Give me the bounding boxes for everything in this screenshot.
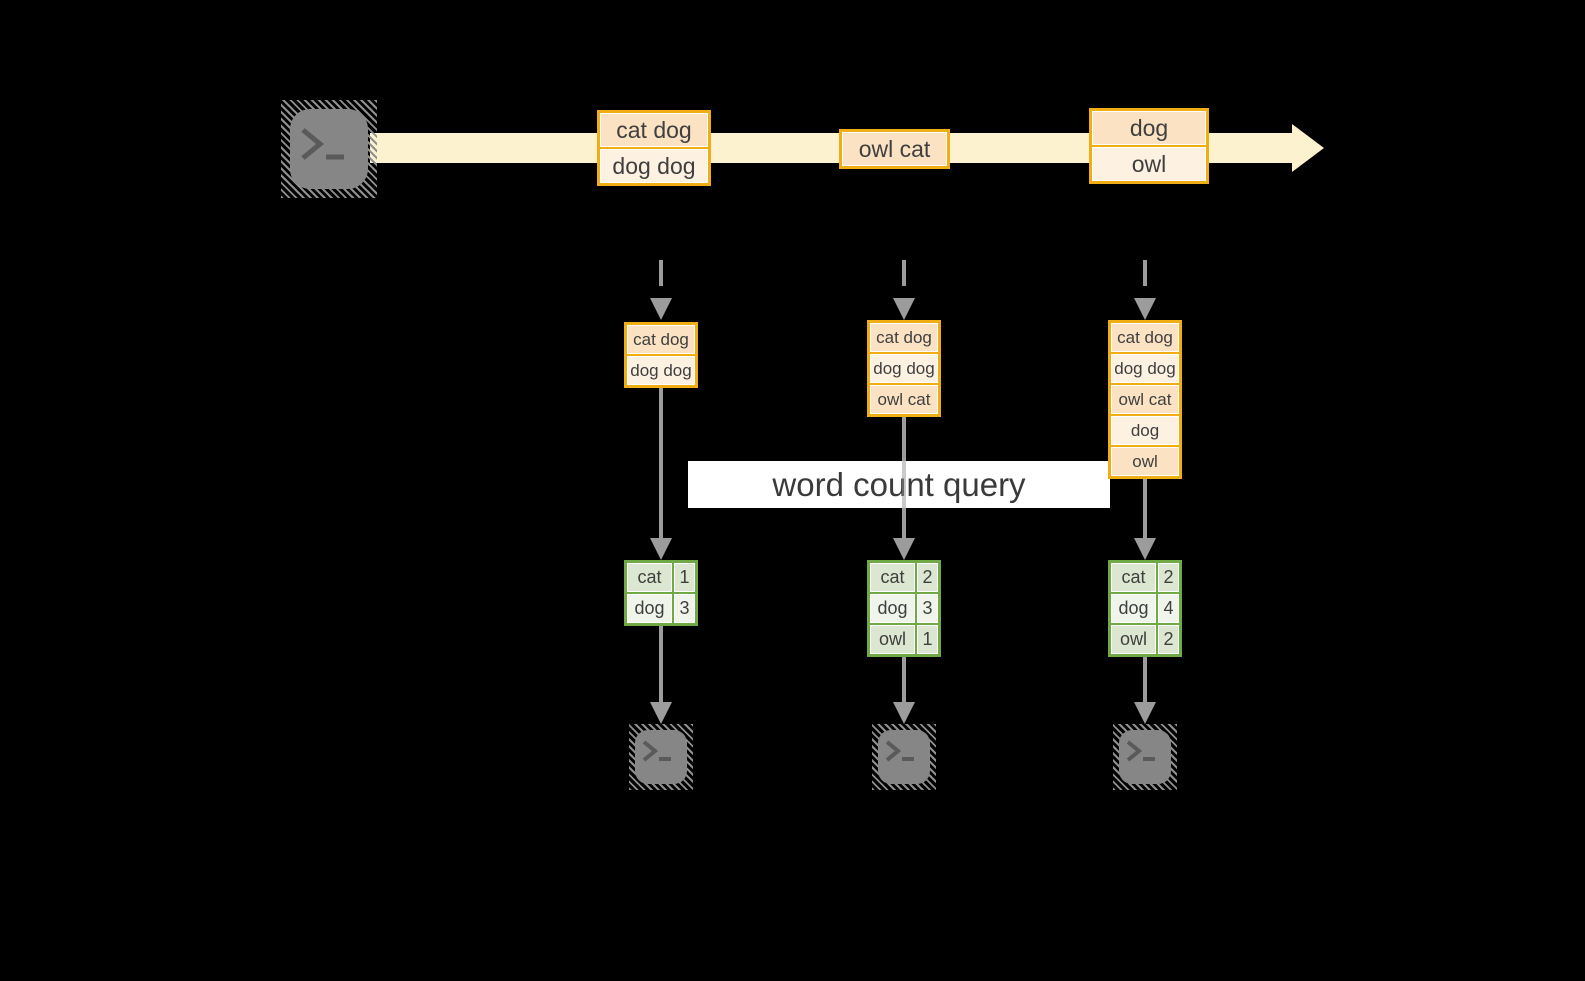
query-line-2-overlay	[902, 461, 906, 508]
result-word: owl	[1111, 625, 1156, 654]
result-count: 1	[674, 563, 695, 592]
input-table-2: cat dog dog dog owl cat	[867, 320, 941, 417]
stream-batch-3: dog owl	[1089, 108, 1209, 184]
result-table-2: cat 2 dog 3 owl 1	[867, 560, 941, 657]
input-line: owl	[1111, 447, 1179, 476]
input-table-1: cat dog dog dog	[624, 322, 698, 388]
terminal-prompt-icon	[642, 740, 671, 762]
stream-batch-1: cat dog dog dog	[597, 110, 711, 186]
result-table-3: cat 2 dog 4 owl 2	[1108, 560, 1182, 657]
stream-line: owl	[1092, 147, 1206, 181]
terminal-sink-icon-3	[1113, 724, 1177, 790]
result-word: cat	[1111, 563, 1156, 592]
stream-line: owl cat	[842, 132, 947, 166]
output-line-3	[1143, 657, 1147, 702]
result-count: 3	[917, 594, 938, 623]
input-line: owl cat	[1111, 385, 1179, 414]
stream-line: cat dog	[600, 113, 708, 147]
query-label-band: word count query	[688, 461, 1110, 508]
down-arrow-icon	[1134, 702, 1156, 724]
input-line: cat dog	[870, 323, 938, 352]
down-arrow-icon	[650, 702, 672, 724]
down-arrow-icon	[650, 538, 672, 560]
down-arrow-icon	[1134, 538, 1156, 560]
trigger-dash-2	[902, 260, 906, 286]
down-arrow-icon	[893, 538, 915, 560]
terminal-source-icon	[281, 100, 377, 198]
terminal-prompt-icon	[301, 128, 344, 160]
result-count: 3	[674, 594, 695, 623]
stream-line: dog	[1092, 111, 1206, 145]
down-arrow-icon	[893, 702, 915, 724]
input-line: dog	[1111, 416, 1179, 445]
trigger-dash-1	[659, 260, 663, 286]
result-count: 1	[917, 625, 938, 654]
result-table-1: cat 1 dog 3	[624, 560, 698, 626]
terminal-prompt-icon	[1126, 740, 1155, 762]
input-table-3: cat dog dog dog owl cat dog owl	[1108, 320, 1182, 479]
input-line: dog dog	[1111, 354, 1179, 383]
result-word: owl	[870, 625, 915, 654]
query-label: word count query	[772, 465, 1026, 503]
down-arrow-icon	[893, 298, 915, 320]
result-word: cat	[627, 563, 672, 592]
stream-timeline-arrowhead-icon	[1292, 124, 1324, 172]
terminal-source-body	[290, 109, 368, 189]
query-line-3	[1143, 479, 1147, 538]
down-arrow-icon	[650, 298, 672, 320]
input-line: dog dog	[870, 354, 938, 383]
result-word: dog	[870, 594, 915, 623]
terminal-prompt-icon	[885, 740, 914, 762]
stream-line: dog dog	[600, 149, 708, 183]
result-count: 4	[1158, 594, 1179, 623]
result-count: 2	[1158, 563, 1179, 592]
input-line: owl cat	[870, 385, 938, 414]
result-word: cat	[870, 563, 915, 592]
output-line-1	[659, 626, 663, 702]
result-count: 2	[1158, 625, 1179, 654]
terminal-sink-icon-2	[872, 724, 936, 790]
input-line: cat dog	[627, 325, 695, 354]
result-word: dog	[1111, 594, 1156, 623]
stream-batch-2: owl cat	[839, 129, 950, 169]
result-count: 2	[917, 563, 938, 592]
terminal-sink-icon-1	[629, 724, 693, 790]
query-line-1	[659, 388, 663, 538]
trigger-dash-3	[1143, 260, 1147, 286]
output-line-2	[902, 657, 906, 702]
input-line: cat dog	[1111, 323, 1179, 352]
result-word: dog	[627, 594, 672, 623]
input-line: dog dog	[627, 356, 695, 385]
down-arrow-icon	[1134, 298, 1156, 320]
